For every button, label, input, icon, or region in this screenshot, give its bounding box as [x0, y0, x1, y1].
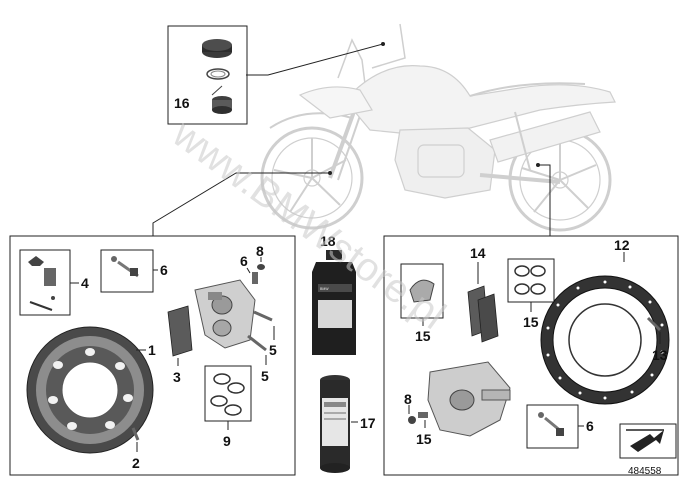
- leader-line: [538, 164, 551, 236]
- motorcycle-illustration: [260, 23, 616, 232]
- callout-18: 17: [360, 415, 376, 431]
- callout-5-lower: 5: [261, 368, 269, 384]
- callout-3: 3: [173, 369, 181, 385]
- callout-11: 13: [652, 347, 668, 363]
- seal-kit-box-rear: [507, 258, 555, 303]
- callout-14: 15: [523, 314, 539, 330]
- callout-17: 18: [320, 233, 336, 249]
- seal-rings-illustration: [514, 265, 546, 295]
- reservoir-cap-illustration: [202, 39, 232, 114]
- rear-brake-box: [383, 235, 679, 476]
- svg-text:BMW: BMW: [320, 287, 329, 291]
- bleed-screw-illustration: [252, 264, 265, 284]
- rear-sensor-illustration: [409, 279, 435, 303]
- rear-brake-disc: [540, 275, 670, 405]
- bolt-kit-box-rear: [526, 404, 579, 449]
- sensor-kit-illustration: [28, 256, 56, 311]
- callout-12: 14: [470, 245, 486, 261]
- leader-line: [152, 172, 330, 236]
- callout-15: 15: [416, 431, 432, 447]
- reservoir-box: [167, 25, 248, 125]
- callout-8-rear: 8: [404, 391, 412, 407]
- spray-can-illustration: [320, 375, 350, 473]
- brake-fluid-bottle-illustration: BMW: [312, 250, 356, 355]
- direction-arrow-icon: [619, 423, 677, 459]
- brake-pad-illustration: [167, 305, 193, 357]
- callout-6-front: 6: [160, 262, 168, 278]
- rear-bleed-screw-illustration: [408, 412, 428, 424]
- callout-5-upper: 5: [269, 342, 277, 358]
- callout-13: 15: [415, 328, 431, 344]
- callout-10: 12: [614, 237, 630, 253]
- leader-line: [246, 43, 384, 76]
- front-caliper-illustration: [194, 279, 256, 349]
- rear-brake-pads-illustration: [467, 285, 499, 343]
- reference-number: 484558: [628, 466, 662, 477]
- callout-8-front: 8: [256, 243, 264, 259]
- callout-2: 2: [132, 455, 140, 471]
- callout-9: 9: [223, 433, 231, 449]
- seal-rings-illustration: [210, 373, 245, 416]
- bolt-kit-box: [100, 249, 154, 293]
- callout-7: 6: [240, 253, 248, 269]
- callout-1: 1: [148, 342, 156, 358]
- bolt-illustration: [111, 256, 139, 278]
- caliper-bolt-illustration: [247, 310, 273, 352]
- seal-kit-box-front: [204, 365, 252, 422]
- front-brake-box: [9, 235, 296, 476]
- callout-6-rear: 6: [586, 418, 594, 434]
- callout-16: 16: [174, 95, 190, 111]
- front-brake-disc: [26, 326, 154, 454]
- callout-4: 4: [81, 275, 89, 291]
- rear-caliper-illustration: [427, 361, 511, 437]
- sensor-box-rear: [400, 263, 444, 319]
- bolt-illustration: [538, 412, 564, 436]
